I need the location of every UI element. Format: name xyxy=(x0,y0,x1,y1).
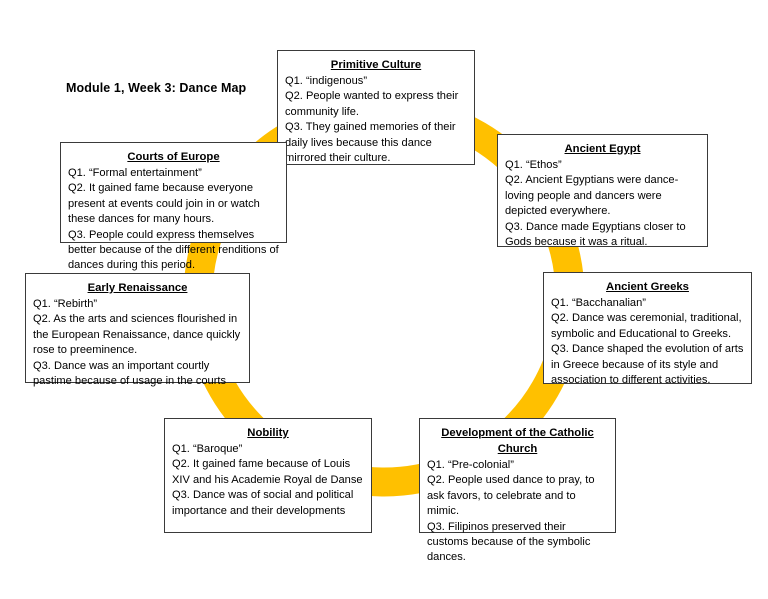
node-title: Ancient Greeks xyxy=(606,281,689,293)
node-ancient-greeks[interactable]: Ancient Greeks Q1. “Bacchanalian” Q2. Da… xyxy=(543,272,752,386)
page-title: Module 1, Week 3: Dance Map xyxy=(66,81,247,95)
node-title: Courts of Europe xyxy=(127,151,220,163)
node-title: Development of the Catholic Church xyxy=(441,427,594,455)
node-primitive-culture[interactable]: Primitive Culture Q1. “indigenous” Q2. P… xyxy=(277,50,475,165)
node-body: Q1. “Pre-colonial” Q2. People used dance… xyxy=(427,459,595,564)
node-body: Q1. “Formal entertainment” Q2. It gained… xyxy=(68,167,279,272)
node-title: Early Renaissance xyxy=(87,282,188,294)
node-body: Q1. “Rebirth” Q2. As the arts and scienc… xyxy=(33,298,241,388)
node-body: Q1. “indigenous” Q2. People wanted to ex… xyxy=(285,75,459,165)
node-body: Q1. “Baroque” Q2. It gained fame because… xyxy=(172,443,363,517)
node-courts-of-europe[interactable]: Courts of Europe Q1. “Formal entertainme… xyxy=(60,142,287,271)
node-body: Q1. “Bacchanalian” Q2. Dance was ceremon… xyxy=(551,297,744,387)
node-title: Primitive Culture xyxy=(330,59,422,71)
node-catholic-church[interactable]: Development of the Catholic Church Q1. “… xyxy=(419,418,616,563)
node-body: Q1. “Ethos” Q2. Ancient Egyptians were d… xyxy=(505,159,686,249)
node-title: Ancient Egypt xyxy=(564,143,641,155)
node-title: Nobility xyxy=(247,427,289,439)
node-nobility[interactable]: Nobility Q1. “Baroque” Q2. It gained fam… xyxy=(164,418,372,533)
node-ancient-egypt[interactable]: Ancient Egypt Q1. “Ethos” Q2. Ancient Eg… xyxy=(497,134,708,249)
node-early-renaissance[interactable]: Early Renaissance Q1. “Rebirth” Q2. As t… xyxy=(25,273,250,387)
